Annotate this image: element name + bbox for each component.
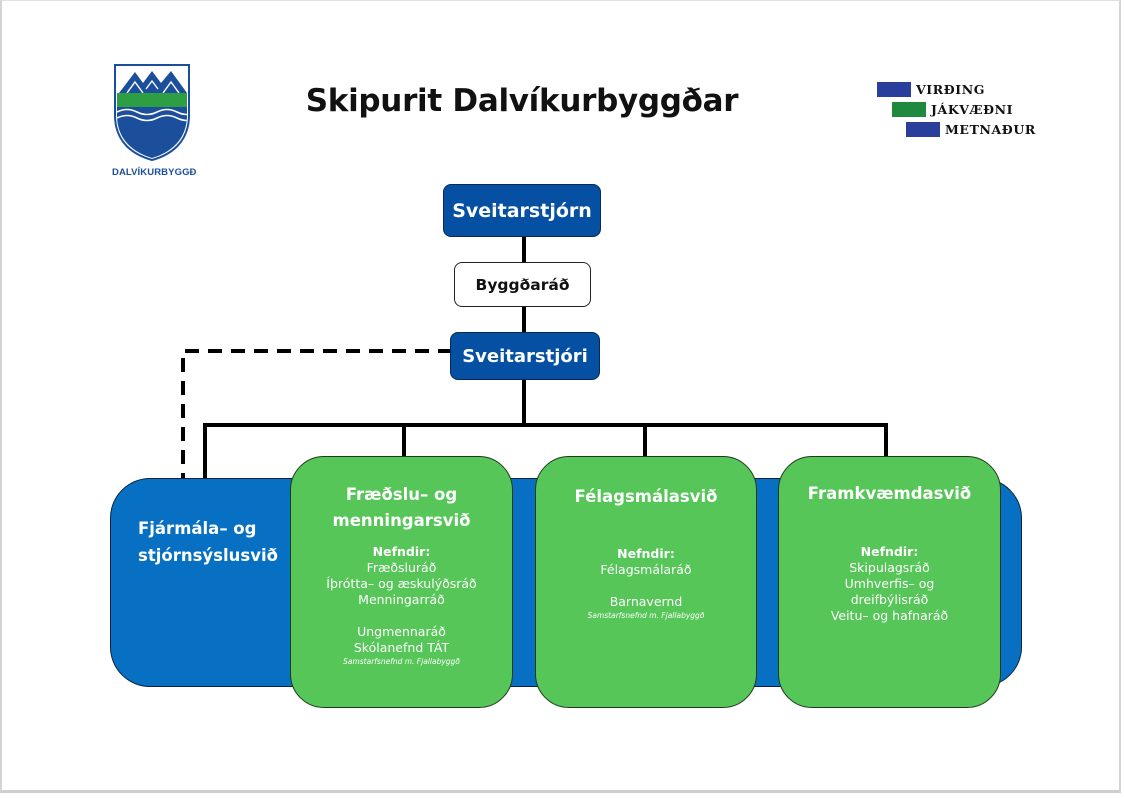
operations-title: Framkvæmdasvið (807, 484, 972, 503)
value-color-bar (906, 122, 940, 137)
committees-heading: Nefndir: (617, 546, 675, 561)
committees-heading: Nefndir: (860, 544, 919, 559)
committee-item: dreifbýlisráð (850, 592, 929, 607)
coat-of-arms-icon (114, 64, 190, 161)
committee-item: Fræðsluráð (366, 560, 437, 575)
dashed-staff-connector (181, 349, 452, 480)
municipality-logo: DALVÍKURBYGGÐ (112, 63, 196, 178)
council-box[interactable]: Sveitarstjórn (443, 184, 601, 237)
mayor-label: Sveitarstjóri (462, 345, 588, 367)
council-label: Sveitarstjórn (452, 199, 592, 222)
value-row: JÁKVÆÐNI (892, 102, 1013, 117)
page-title: Skipurit Dalvíkurbyggðar (305, 83, 739, 119)
committee-item: Íþrótta– og æskulýðsráð (326, 576, 477, 591)
committee-item: Barnavernd (609, 594, 683, 609)
logo-wordmark: DALVÍKURBYGGÐ (112, 167, 197, 178)
finance-division-title: Fjármála– og stjórnsýslusvið (138, 515, 278, 569)
finance-title-line: stjórnsýslusvið (138, 546, 278, 565)
value-row: VIRÐING (877, 82, 985, 97)
committee-item: Ungmennaráð (357, 624, 446, 639)
committees-heading: Nefndir: (372, 544, 431, 559)
core-values: VIRÐING JÁKVÆÐNI METNAÐUR (877, 81, 1077, 141)
social-title: Félagsmálasvið (574, 487, 718, 506)
committee-item: Félagsmálaráð (600, 562, 692, 577)
committee-item: Menningarráð (358, 592, 445, 607)
education-division-box[interactable]: Fræðslu– og menningarsvið Nefndir: Fræðs… (290, 456, 513, 708)
social-division-box[interactable]: Félagsmálasvið Nefndir: Félagsmálaráð Ba… (535, 456, 757, 708)
board-box[interactable]: Byggðaráð (454, 262, 591, 307)
value-color-bar (892, 102, 926, 117)
board-label: Byggðaráð (475, 275, 570, 294)
education-title-line: Fræðslu– og (345, 485, 458, 504)
value-label: METNAÐUR (945, 122, 1036, 137)
committee-item: Umhverfis– og (844, 576, 935, 591)
joint-committee-note: Samstarfsnefnd m. Fjallabyggð (587, 611, 705, 620)
finance-title-line: Fjármála– og (138, 519, 257, 538)
joint-committee-note: Samstarfsnefnd m. Fjallabyggð (343, 657, 460, 666)
committee-item: Veitu– og hafnaráð (830, 608, 949, 623)
value-color-bar (877, 82, 911, 97)
education-title-line: menningarsvið (332, 511, 471, 530)
committee-item: Skipulagsráð (849, 560, 930, 575)
operations-division-box[interactable]: Framkvæmdasvið Nefndir: Skipulagsráð Umh… (778, 456, 1001, 708)
value-label: JÁKVÆÐNI (931, 102, 1014, 117)
value-label: VIRÐING (916, 82, 986, 97)
mayor-box[interactable]: Sveitarstjóri (450, 332, 600, 380)
value-row: METNAÐUR (906, 122, 1036, 137)
committee-item: Skólanefnd TÁT (353, 640, 450, 655)
